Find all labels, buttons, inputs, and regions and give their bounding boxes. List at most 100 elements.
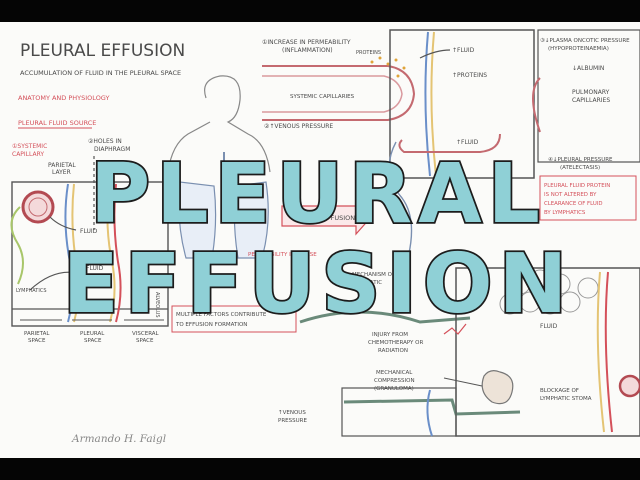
- body-outline-shoulder: [167, 121, 211, 173]
- label-systemic-capillary-1: ①SYSTEMIC: [12, 143, 47, 150]
- label-fluid-2: FLUID: [86, 265, 104, 272]
- left-panel-frame: [11, 181, 169, 327]
- alveoli-cluster: [499, 269, 599, 315]
- lymphatic-arrow: [29, 271, 93, 291]
- label-blockage-1: BLOCKAGE OF: [540, 388, 579, 394]
- capillary-circle: [21, 190, 55, 224]
- note-line-1: PLEURAL FLUID PROTEIN: [544, 183, 610, 189]
- page-title: PLEURAL EFFUSION: [20, 41, 185, 61]
- label-fluid-bottom: FLUID: [540, 323, 558, 330]
- lymph-vessel-bottom: [343, 398, 521, 416]
- label-pleural-effusion-box: PLEURAL EFFUSION: [292, 214, 355, 222]
- right-lung-outline: [388, 141, 413, 273]
- label-injury-3: RADIATION: [378, 348, 408, 354]
- label-mechanical-1: MECHANICAL: [376, 370, 413, 376]
- author-signature: Armando H. Faigl: [71, 433, 166, 445]
- label-pulmonary-1: PULMONARY: [572, 89, 610, 96]
- bottom-yellow-line: [596, 271, 605, 433]
- label-oncotic-1: ③↓PLASMA ONCOTIC PRESSURE: [540, 37, 630, 44]
- col-visceral-2: SPACE: [136, 338, 154, 344]
- label-holes-1: ②HOLES IN: [88, 138, 122, 145]
- injury-zigzag: [443, 323, 467, 335]
- bottom-right-capillary: [618, 374, 640, 398]
- note-box: [539, 175, 637, 221]
- right-lung: [233, 181, 269, 259]
- label-mechanical-2: COMPRESSION: [374, 378, 415, 384]
- label-mechanical-3: (GRANULOMA): [374, 386, 414, 392]
- lymph-green-line: [10, 206, 24, 285]
- col-pleural-2: SPACE: [84, 338, 102, 344]
- bottom-right-panel-frame: [455, 267, 640, 437]
- label-visceral-layer-2: LAYER: [108, 169, 127, 176]
- col-parietal-2: SPACE: [28, 338, 46, 344]
- right-panel-frame: [537, 29, 640, 163]
- label-blockage-2: LYMPHATIC STOMA: [540, 396, 592, 402]
- granuloma-mass: [481, 370, 514, 405]
- body-outline-head: [204, 75, 271, 173]
- label-hidden-mechanism: MECHANISM OF: [352, 272, 395, 278]
- label-fluid-1: FLUID: [80, 228, 98, 235]
- col-pleural-1: PLEURAL: [80, 331, 105, 337]
- parietal-yellow-line: [71, 183, 80, 323]
- label-venous-2: PRESSURE: [278, 418, 307, 424]
- label-venous-pressure: ②↑VENOUS PRESSURE: [264, 123, 333, 130]
- label-albumin: ↓ALBUMIN: [572, 65, 604, 72]
- visceral-red-line: [113, 183, 122, 323]
- letterbox-top: [0, 0, 640, 22]
- section-anatomy: ANATOMY AND PHYSIOLOGY: [18, 94, 110, 102]
- fluid-center-arrow: [419, 49, 451, 59]
- bottom-blue-line: [426, 389, 433, 437]
- label-injury-2: CHEMOTHERAPY OR: [368, 340, 423, 346]
- label-systemic-capillary-2: CAPILLARY: [12, 151, 44, 158]
- fluid-arrow: [49, 216, 77, 231]
- section-fluid-source: PLEURAL FLUID SOURCE: [18, 119, 96, 127]
- label-permeability-1: ①INCREASE IN PERMEABILITY: [262, 39, 351, 46]
- label-visceral-layer-1: VISCERAL: [104, 162, 134, 169]
- label-parietal-layer-1: PARIETAL: [48, 162, 76, 169]
- multiple-factors-line-2: TO EFFUSION FORMATION: [175, 322, 247, 328]
- note-line-4: BY LYMPHATICS: [544, 210, 586, 216]
- col-visceral-1: VISCERAL: [132, 331, 160, 337]
- label-permeability-2: (INFLAMMATION): [282, 47, 333, 54]
- parietal-blue-line: [64, 183, 74, 323]
- center-lower-capillary: [398, 133, 501, 153]
- label-oncotic-2: (HYPOPROTEINAEMIA): [548, 46, 609, 52]
- pleural-effusion-arrow-box: [281, 196, 373, 236]
- systemic-capillary-curve-outer: [262, 65, 416, 121]
- label-pleural-pressure-2: (ATELECTASIS): [560, 165, 600, 171]
- letterbox-bottom: [0, 458, 640, 480]
- label-pleural-pressure-1: ④↓PLEURAL PRESSURE: [548, 156, 613, 163]
- label-proteins-center: ↑PROTEINS: [452, 72, 487, 79]
- multiple-factors-line-1: MULTIPLE FACTORS CONTRIBUTE: [176, 312, 267, 318]
- visceral-yellow-line: [106, 183, 116, 323]
- label-fluid-lower: ↑FLUID: [456, 139, 479, 146]
- pulmonary-capillary-curve: [532, 77, 541, 133]
- note-line-2: IS NOT ALTERED BY: [544, 192, 597, 198]
- label-systemic-capillaries: SYSTEMIC CAPILLARIES: [290, 94, 355, 100]
- multiple-factors-box: [171, 305, 297, 333]
- left-lung: [178, 181, 217, 259]
- diagram-drawing: PLEURAL EFFUSION ACCUMULATION OF FLUID I…: [10, 29, 640, 445]
- label-hidden-lymphatic: LYMPHATIC: [352, 280, 382, 286]
- center-blue-line: [424, 31, 431, 177]
- label-hidden-permeability: PERMEABILITY INCREASE: [248, 252, 317, 258]
- note-line-3: CLEARANCE OF FLUID: [544, 201, 603, 207]
- bottom-vessel-frame: [341, 387, 457, 437]
- label-pulmonary-2: CAPILLARIES: [572, 97, 610, 104]
- label-proteins-top: PROTEINS: [356, 50, 381, 56]
- label-injury-1: INJURY FROM: [372, 332, 408, 338]
- label-alveolus: ALVEOLUS: [154, 292, 160, 318]
- lymph-vessel-middle: [299, 310, 471, 324]
- col-parietal-1: PARIETAL: [24, 331, 50, 337]
- label-fluid-center: ↑FLUID: [452, 47, 475, 54]
- protein-dots: [370, 56, 406, 78]
- whiteboard-canvas: PLEURAL EFFUSION ACCUMULATION OF FLUID I…: [0, 22, 640, 458]
- granuloma-pointer: [443, 377, 483, 387]
- label-lymphatics: LYMPHATICS: [16, 288, 47, 294]
- label-holes-2: DIAPHRAGM: [94, 146, 130, 153]
- bottom-red-line: [604, 271, 613, 433]
- label-parietal-layer-2: LAYER: [52, 169, 71, 176]
- capillary-inner: [28, 197, 48, 217]
- label-venous-1: ↑VENOUS: [278, 409, 306, 416]
